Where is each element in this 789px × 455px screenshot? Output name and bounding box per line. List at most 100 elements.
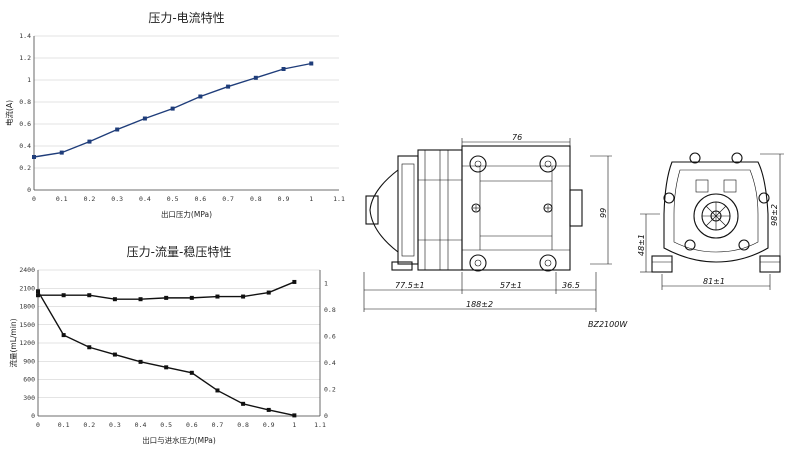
y2-tick-label: 0.8 [324,306,336,314]
y2-tick-label: 0.6 [324,332,336,340]
x-tick-label: 1.1 [314,421,326,429]
data-point [226,84,231,89]
x-tick-label: 0.8 [237,421,249,429]
y2-tick-label: 0.4 [324,359,336,367]
x-tick-label: 0.7 [222,195,234,203]
data-point [142,116,147,121]
dim-36-5: 36.5 [562,281,580,290]
x-tick-label: 1.1 [333,195,345,203]
y2-tick-label: 1 [324,279,328,287]
x-tick-label: 0.6 [186,421,198,429]
model-label: BZ2100W [588,320,628,329]
data-point [59,150,64,155]
dim-57: 57±1 [500,281,522,290]
data-point [189,370,194,375]
data-point [164,295,169,300]
data-point [87,139,92,144]
dim-81: 81±1 [703,277,725,286]
x-axis-label: 出口压力(MPa) [161,209,212,219]
data-point [164,365,169,370]
data-point [241,401,246,406]
data-point [87,345,92,350]
data-point [189,295,194,300]
y-axis-label: 流量(mL/min) [8,318,18,367]
x-tick-label: 0.2 [84,195,96,203]
pump-side-view-drawing: 76 99 77.5±1 57±1 36.5 188±2 BZ2100W [363,133,628,329]
x-tick-label: 0 [36,421,40,429]
chart-title: 压力-电流特性 [148,10,224,25]
dim-99: 99 [599,208,608,218]
y-tick-label: 1500 [19,321,35,329]
data-point [87,293,92,298]
data-point [309,61,314,66]
y-tick-label: 1.4 [19,32,31,40]
x-tick-label: 0.6 [194,195,206,203]
data-point [112,352,117,357]
y-tick-label: 0.4 [19,142,31,150]
data-point [198,94,203,99]
y-tick-label: 0.2 [19,164,31,172]
data-point [292,413,297,418]
series-line-0 [37,290,295,417]
data-point [266,407,271,412]
x-tick-label: 0.9 [278,195,290,203]
dim-98: 98±2 [770,204,779,226]
data-point [266,290,271,295]
x-tick-label: 0.4 [135,421,147,429]
data-point [170,106,175,111]
x-tick-label: 0.1 [56,195,68,203]
data-point [61,333,66,338]
x-tick-label: 0 [32,195,36,203]
y-tick-label: 2100 [19,284,35,292]
y-tick-label: 1200 [19,339,35,347]
y-tick-label: 1.2 [19,54,31,62]
data-point [138,359,143,364]
dim-76: 76 [512,133,522,142]
x-tick-label: 0.3 [111,195,123,203]
y-tick-label: 1 [27,76,31,84]
data-point [32,155,36,159]
data-point [215,294,220,299]
y-tick-label: 0.6 [19,120,31,128]
x-tick-label: 0.5 [167,195,179,203]
x-tick-label: 0.5 [160,421,172,429]
x-tick-label: 0.7 [212,421,224,429]
dim-48: 48±1 [637,234,646,256]
pressure-flow-chart: 压力-流量-稳压特性 0 300 600 900 1200 1500 1800 2100 2400… [8,244,336,445]
pump-front-view-drawing: 48±1 81±1 98±2 [637,152,784,290]
y-tick-label: 1800 [19,303,35,311]
x-tick-label: 0.9 [263,421,275,429]
pressure-current-chart: 压力-电流特性 0 0.2 0.4 0.6 0.8 1 1.2 1.4 0 0.1 0.2 0.3 0.4… [4,10,345,219]
data-point [36,293,40,298]
x-tick-label: 1 [292,421,296,429]
data-point [61,293,66,298]
data-point [112,297,117,302]
y-tick-label: 0 [31,412,35,420]
data-point [36,289,40,294]
y-tick-label: 600 [23,376,35,384]
x-tick-label: 0.8 [250,195,262,203]
y2-tick-label: 0 [324,412,328,420]
data-point [241,294,246,299]
y2-tick-label: 0.2 [324,385,336,393]
x-tick-label: 0.1 [58,421,70,429]
x-tick-label: 0.4 [139,195,151,203]
chart-title: 压力-流量-稳压特性 [127,244,232,259]
data-point [138,297,143,302]
data-point [281,67,286,71]
x-tick-label: 1 [309,195,313,203]
dim-77-5: 77.5±1 [395,281,425,290]
dim-188: 188±2 [466,300,493,309]
y-axis-label: 电流(A) [4,100,14,126]
y-tick-label: 900 [23,357,35,365]
y-tick-label: 0 [27,186,31,194]
data-point [215,388,220,393]
y-tick-label: 0.8 [19,98,31,106]
x-axis-label: 出口与进水压力(MPa) [142,435,216,445]
data-point [115,127,120,132]
x-tick-label: 0.2 [83,421,95,429]
y-tick-label: 300 [23,394,35,402]
y-tick-label: 2400 [19,266,35,274]
data-point [253,75,258,80]
